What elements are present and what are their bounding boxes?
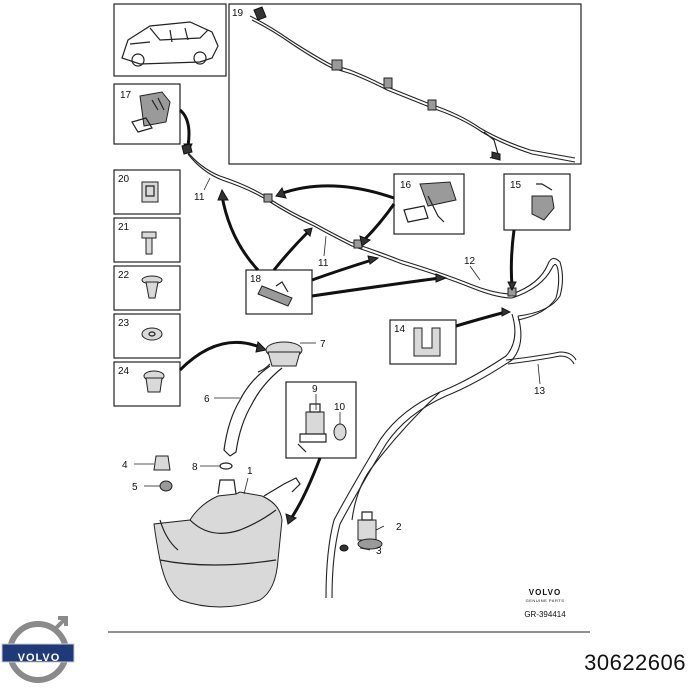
arrow-16a bbox=[279, 184, 395, 200]
box-17-connector bbox=[113, 83, 181, 145]
arrowhead-16b bbox=[359, 235, 372, 247]
arrowhead-14 bbox=[501, 307, 512, 317]
callout-15: 15 bbox=[510, 180, 522, 191]
callout-18: 18 bbox=[250, 274, 262, 285]
logo-text: VOLVO bbox=[17, 652, 61, 664]
callout-3: 3 bbox=[376, 546, 382, 557]
arrow-9 bbox=[288, 457, 322, 521]
box-20-clip bbox=[113, 169, 181, 215]
callout-4: 4 bbox=[122, 460, 128, 471]
arrowhead-18a bbox=[217, 188, 229, 201]
callout-13: 13 bbox=[534, 386, 546, 397]
callout-5: 5 bbox=[132, 482, 138, 493]
arrow-15 bbox=[509, 229, 516, 287]
callout-12: 12 bbox=[464, 256, 476, 267]
callout-2: 2 bbox=[396, 522, 402, 533]
hose-6 bbox=[223, 365, 283, 457]
arrow-16b bbox=[362, 203, 396, 242]
reference-code: GR-394414 bbox=[524, 610, 566, 619]
arrow-24 bbox=[178, 340, 263, 372]
callout-16: 16 bbox=[400, 180, 412, 191]
volvo-logo bbox=[1, 616, 75, 683]
box-18-clip bbox=[245, 269, 313, 315]
box-16-tee bbox=[393, 173, 465, 235]
arrowhead-16a bbox=[275, 186, 287, 199]
callout-24: 24 bbox=[118, 366, 130, 377]
callout-7: 7 bbox=[320, 339, 326, 350]
leader-lines bbox=[134, 177, 541, 551]
arrow-17 bbox=[178, 108, 191, 147]
box-19-rear-hose bbox=[228, 3, 582, 165]
arrow-18a bbox=[220, 195, 260, 272]
box-9-10-pump bbox=[285, 381, 357, 459]
arrow-18d bbox=[311, 276, 441, 298]
callout-14: 14 bbox=[394, 324, 406, 335]
box-21-bolt bbox=[113, 217, 181, 263]
callout-17: 17 bbox=[120, 90, 132, 101]
callout-11-right: 11 bbox=[318, 258, 329, 269]
arrowhead-24 bbox=[255, 340, 268, 353]
box-24-grommet bbox=[113, 361, 181, 407]
part-number: 30622606 bbox=[584, 650, 686, 675]
arrowhead-15 bbox=[507, 281, 517, 292]
callout-19: 19 bbox=[232, 8, 244, 19]
callout-22: 22 bbox=[118, 270, 130, 281]
arrowhead-18d bbox=[435, 273, 448, 283]
pump-2-3 bbox=[339, 511, 383, 552]
box-14-clip bbox=[389, 319, 457, 365]
callout-6: 6 bbox=[204, 394, 210, 405]
callout-21: 21 bbox=[118, 222, 130, 233]
car-thumbnail bbox=[113, 3, 227, 77]
arrow-18b bbox=[272, 230, 310, 271]
box-15-connector bbox=[503, 173, 571, 231]
callout-9: 9 bbox=[312, 384, 318, 395]
callout-10: 10 bbox=[334, 402, 346, 413]
arrow-18c bbox=[311, 258, 373, 282]
callout-1: 1 bbox=[247, 466, 253, 477]
brand-sub-text: GENUINE PARTS bbox=[525, 598, 565, 603]
reservoir-1 bbox=[153, 477, 301, 608]
callout-23: 23 bbox=[118, 318, 130, 329]
callout-20: 20 bbox=[118, 174, 130, 185]
box-22-pushpin bbox=[113, 265, 181, 311]
arrow-14 bbox=[455, 310, 507, 328]
arrowhead-18b bbox=[303, 227, 313, 237]
filler-neck-7 bbox=[257, 341, 303, 373]
parts-4-5-8 bbox=[153, 455, 233, 492]
brand-small-text: VOLVO bbox=[528, 588, 562, 597]
box-23-washer bbox=[113, 313, 181, 359]
callout-11-left: 11 bbox=[194, 192, 205, 203]
arrowhead-18c bbox=[367, 255, 380, 265]
callout-8: 8 bbox=[192, 462, 198, 473]
hose-13 bbox=[325, 313, 577, 599]
arrowhead-9 bbox=[285, 513, 298, 525]
